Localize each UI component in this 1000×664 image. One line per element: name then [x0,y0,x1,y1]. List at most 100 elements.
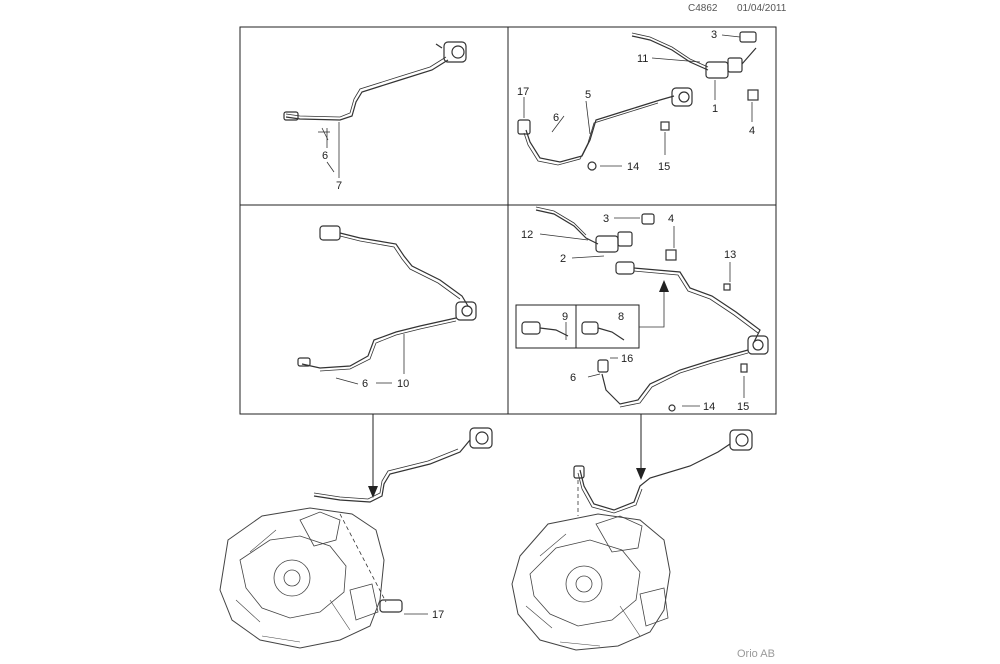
callout-p4-6: 6 [570,372,576,384]
panel-3-pipe-assembly [297,225,477,372]
pressure-hose-4 [601,349,749,405]
fitting-13 [723,283,731,291]
bleeder-16 [597,359,609,373]
panel-4-assembly [521,206,769,412]
gearbox-right-hose [573,429,753,516]
callout-p4-14: 14 [703,401,715,413]
arrow-right-head [636,468,646,480]
variant-9 [521,321,569,337]
hose-fitting [283,111,299,121]
gearbox-left-diff [349,583,379,621]
fitting-15 [660,121,670,131]
pressure-hose-edge [523,102,659,166]
quick-connector [615,261,635,275]
feed-pipe-4-edge [535,206,587,236]
feed-pipe [631,35,709,71]
clutch-hose-edge [285,56,447,118]
callout-p1-6: 6 [322,150,328,162]
slave-cylinder-3 [455,301,477,321]
callout-p2-11: 11 [637,53,648,65]
installed-slave-cylinder-2 [729,429,753,451]
flex-hose-edge [319,320,457,372]
callout-p2-17: 17 [517,86,529,98]
installed-pipe-edge [577,472,643,514]
slave-cylinder [435,41,467,63]
gearbox-right-housing [511,513,671,651]
panel-4-leaders [539,217,745,407]
panel-1-leaders [326,122,340,178]
callout-p2-3: 3 [711,29,717,41]
panel-1-hose-assembly [283,41,467,141]
gearbox-left [219,507,385,649]
brand-watermark: Orio AB [737,648,775,660]
installed-bleeder [573,465,585,479]
clip-4 [747,89,759,101]
callout-p3-10: 10 [397,378,409,390]
installed-hose [313,439,471,503]
clip-14b [668,404,676,412]
master-cylinder [705,47,757,79]
installed-pipe [579,443,731,511]
callout-p1-7: 7 [336,180,342,192]
installed-slave-cylinder [469,427,493,449]
fitting-15b [740,363,748,373]
flex-hose [301,317,457,369]
rigid-pipe-edge [339,235,461,300]
pressure-hose [525,95,675,163]
callout-bottom-17: 17 [432,609,444,621]
drawing-code: C4862 [688,3,718,14]
gearbox-left-housing [219,507,385,649]
callout-p2-5: 5 [585,89,591,101]
master-cylinder-4 [595,231,633,253]
callout-p3-6: 6 [362,378,368,390]
gearbox-right-bellhousing [529,539,641,627]
reservoir-connector [739,31,757,43]
gearbox-left-shift-tower [299,511,341,547]
panel-3-leaders [335,334,405,385]
callout-p2-1: 1 [712,103,718,115]
callout-p2-6: 6 [553,112,559,124]
bleeder-valve [517,119,531,135]
callout-p4-3: 3 [603,213,609,225]
callout-p4-15: 15 [737,401,749,413]
gearbox-right-diff [639,587,669,627]
rigid-pipe-4 [633,267,761,343]
callout-p4-9: 9 [562,311,568,323]
inset-arrowhead [659,280,669,292]
leader-6b [326,161,335,173]
panel-2-master-assembly [517,31,759,171]
gearbox-left-hose [313,427,493,615]
gearbox-right-shift-tower [595,515,643,553]
gearbox-right [511,513,671,651]
installed-hose-edge [313,448,459,500]
slave-cylinder-2 [671,87,693,107]
arrow-left-head [368,486,378,498]
drawing-date: 01/04/2011 [737,3,787,14]
callout-p4-16: 16 [621,353,633,365]
callout-p2-4: 4 [749,125,755,137]
callout-p4-2: 2 [560,253,566,265]
bleeder-17 [379,599,403,613]
callout-p4-4: 4 [668,213,674,225]
gearbox-left-bellhousing [239,535,347,619]
clutch-hose [285,59,449,121]
callout-p2-15: 15 [658,161,670,173]
connector [319,225,341,241]
clip-14 [587,161,597,171]
reservoir-connector-4 [641,213,655,225]
clip-4b [665,249,677,261]
install-line [339,513,387,603]
callout-p4-12: 12 [521,229,533,241]
rigid-pipe-4-edge [633,270,759,334]
hose-end [297,357,311,367]
variant-inset-box [515,304,640,349]
rigid-pipe [339,232,469,307]
assembly-arrows [372,414,642,488]
callout-p2-14: 14 [627,161,639,173]
variant-8 [581,321,625,341]
gearbox-left-shaft [273,559,311,597]
panel-2-leaders [523,34,753,167]
callout-p4-13: 13 [724,249,736,261]
slave-cylinder-4 [747,335,769,355]
